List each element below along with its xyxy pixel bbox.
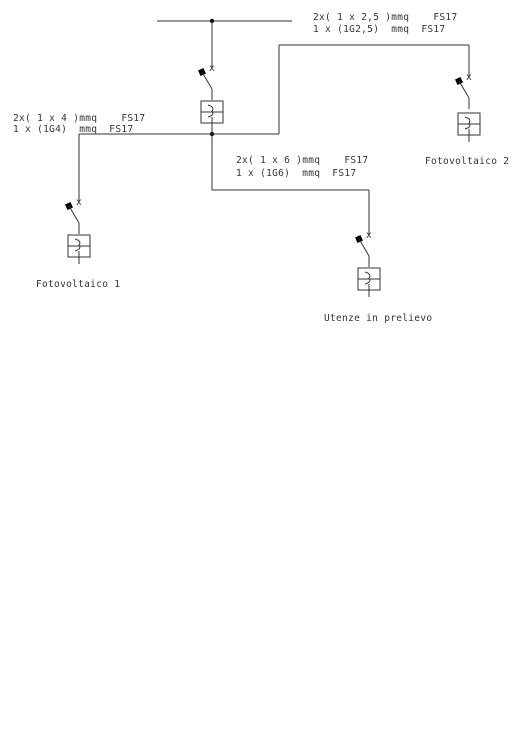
cable-middle-line2: 1 x (1G6) mmq FS17 — [236, 168, 356, 179]
utenze-protection-block — [357, 267, 381, 291]
pv2-breaker-mark: x — [466, 72, 472, 83]
pv2-protection-block — [457, 112, 481, 136]
pv1-breaker-mark: x — [76, 197, 82, 208]
cable-top-right-line2: 1 x (1G2,5) mmq FS17 — [313, 24, 445, 35]
cable-left-line2: 1 x (1G4) mmq FS17 — [13, 124, 133, 135]
cable-top-right-line1: 2x( 1 x 2,5 )mmq FS17 — [313, 12, 457, 23]
utenze-breaker-mark: x — [366, 230, 372, 241]
load-label-pv2: Fotovoltaico 2 — [425, 156, 509, 167]
load-label-pv1: Fotovoltaico 1 — [36, 279, 120, 290]
cable-left-line1: 2x( 1 x 4 )mmq FS17 — [13, 113, 145, 124]
main-breaker-mark: x — [209, 63, 215, 74]
pv1-protection-block — [67, 234, 91, 258]
cable-middle-line1: 2x( 1 x 6 )mmq FS17 — [236, 155, 368, 166]
load-label-utenze: Utenze in prelievo — [324, 313, 432, 324]
main-protection-block — [200, 100, 224, 124]
